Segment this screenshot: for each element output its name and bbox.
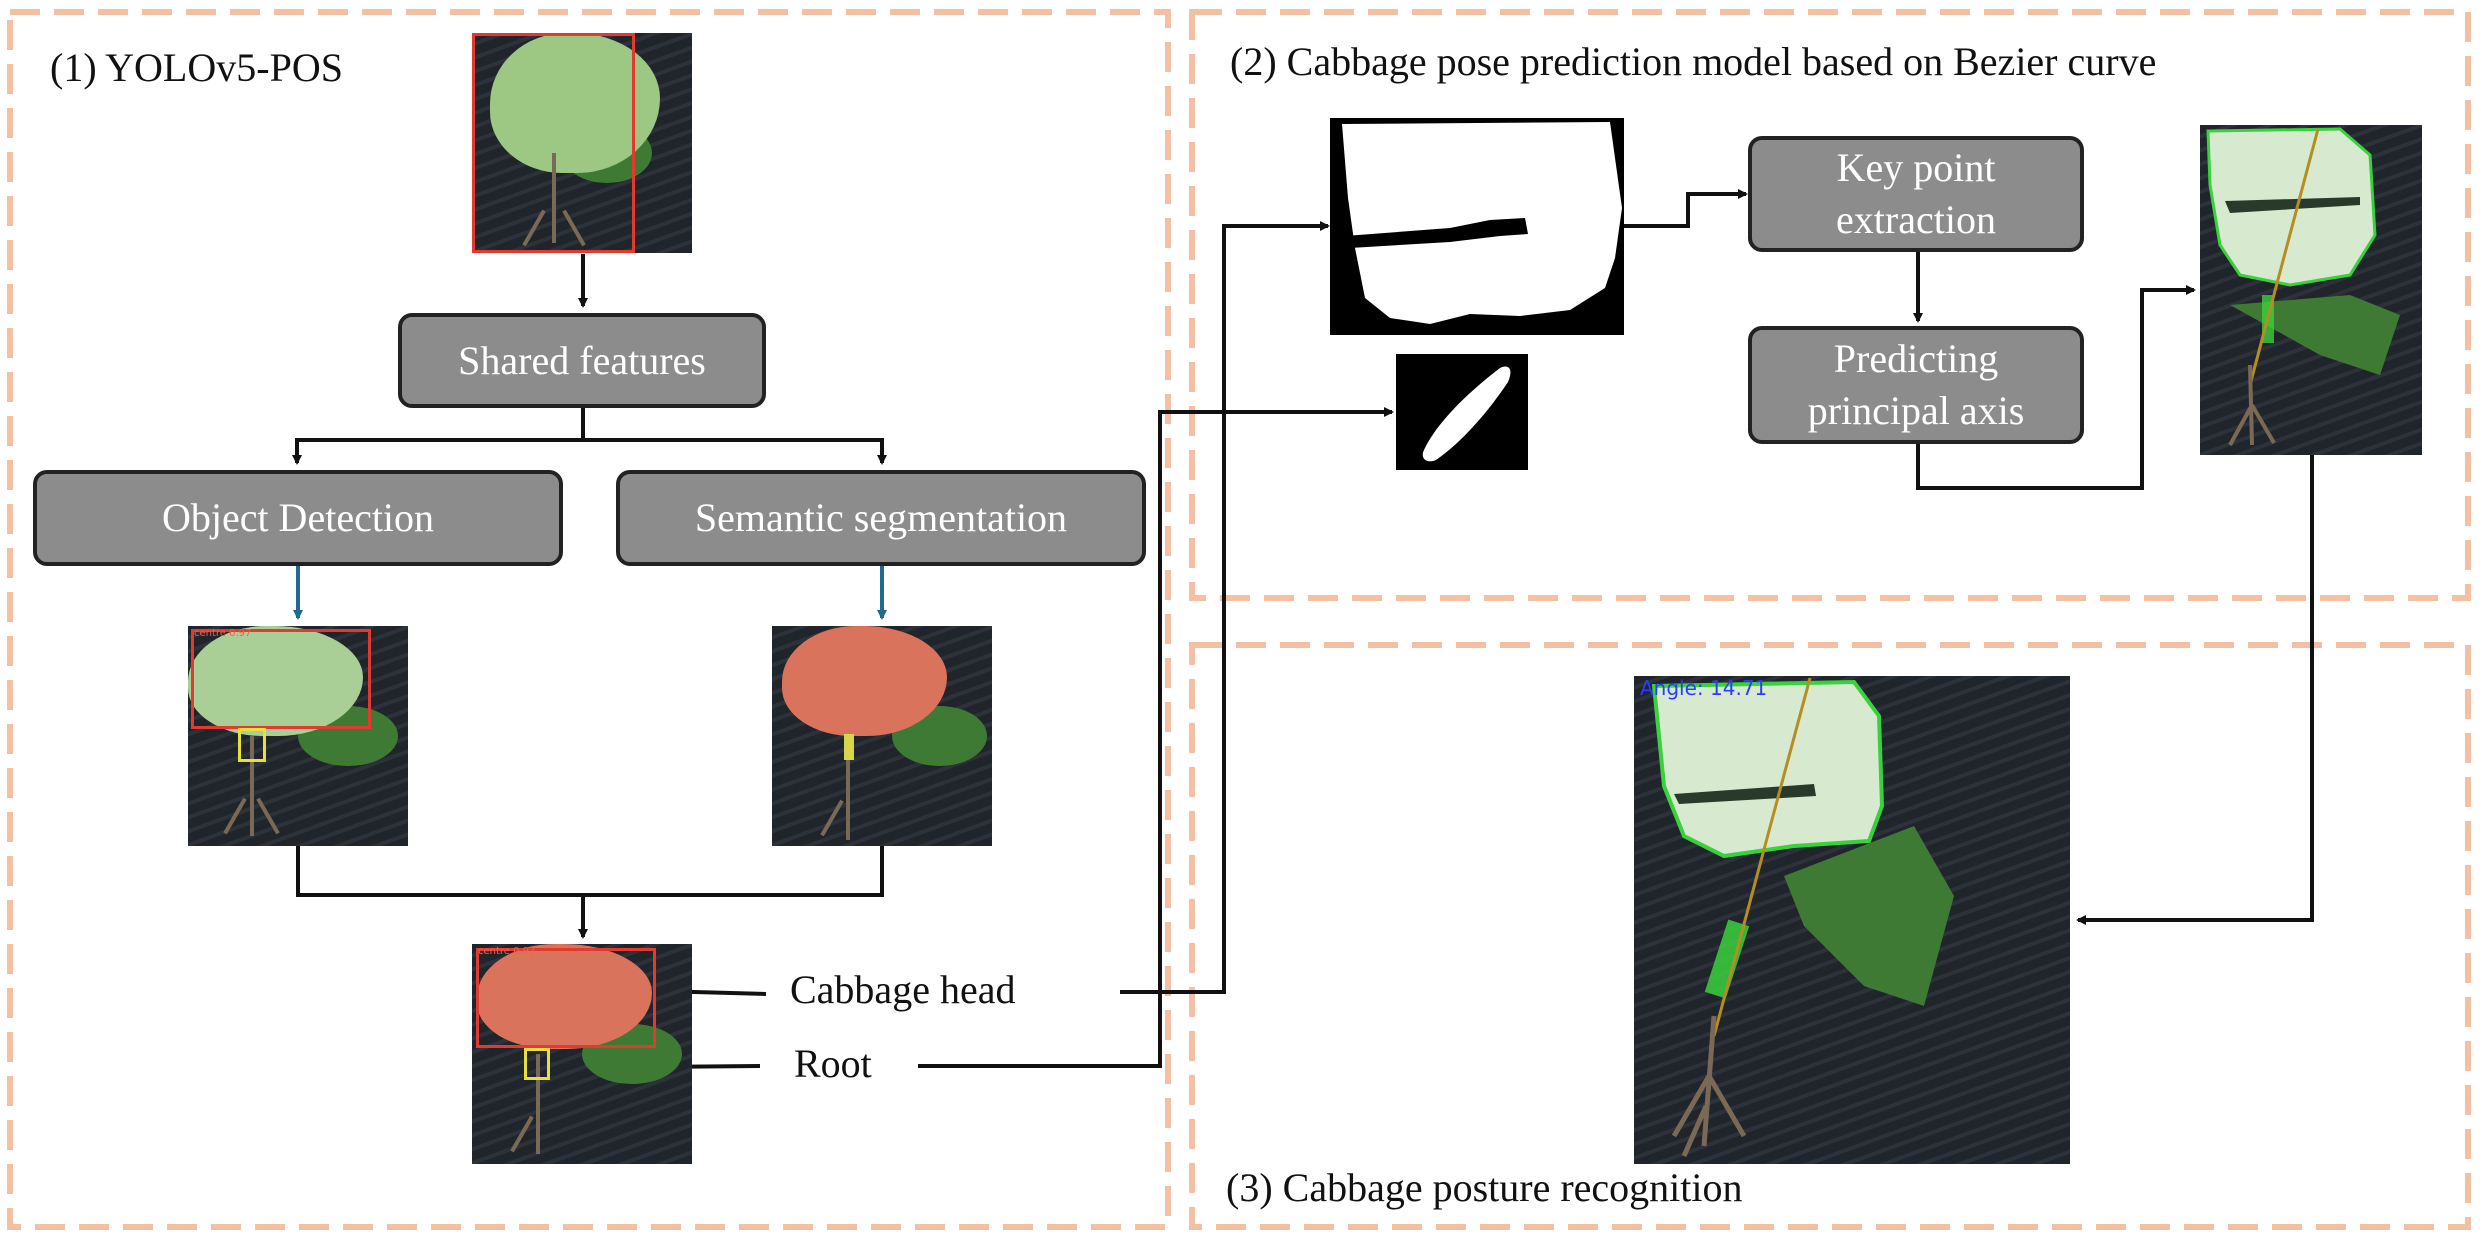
merged-root-box	[524, 1048, 550, 1080]
principal-axis-image	[2200, 125, 2422, 455]
panel-3-frame	[1189, 642, 2471, 1230]
merged-result-image: centre 0.97	[472, 944, 692, 1164]
root-detection-box	[238, 728, 266, 762]
shared-features-box: Shared features	[398, 313, 766, 408]
panel-2-frame	[1189, 9, 2471, 601]
cabbage-head-label: Cabbage head	[790, 967, 1016, 1012]
panel-1-frame	[7, 9, 1171, 1230]
input-cabbage-image	[472, 33, 692, 253]
merged-head-box	[476, 948, 656, 1048]
panel-3-title: (3) Cabbage posture recognition	[1226, 1165, 1743, 1210]
head-mask-image	[1330, 118, 1624, 335]
arrow-head-to-mask	[1120, 221, 1330, 994]
arrow-mask-to-keypoint	[1624, 189, 1748, 228]
predicting-principal-axis-box: Predicting principal axis	[1748, 326, 2084, 444]
panel-1-title: (1) YOLOv5-POS	[50, 45, 343, 90]
root-label: Root	[794, 1041, 872, 1086]
detection-result-image: centre 0.97	[188, 626, 408, 846]
key-point-extraction-box: Key point extraction	[1748, 136, 2084, 252]
semantic-segmentation-box: Semantic segmentation	[616, 470, 1146, 566]
head-detection-box	[191, 629, 371, 729]
input-detection-frame	[472, 33, 635, 253]
panel-2-title: (2) Cabbage pose prediction model based …	[1230, 39, 2157, 84]
posture-recognition-image: Angle: 14.71	[1634, 676, 2070, 1164]
object-detection-box: Object Detection	[33, 470, 563, 566]
angle-readout: Angle: 14.71	[1640, 676, 1768, 700]
arrow-shared-split-right	[583, 438, 887, 465]
segmentation-result-image	[772, 626, 992, 846]
arrow-root-to-mask	[918, 407, 1394, 1068]
merge-line	[296, 846, 884, 897]
root-mask-image	[1396, 354, 1528, 470]
head-detection-tag: centre 0.97	[194, 628, 252, 639]
merged-head-tag: centre 0.97	[478, 946, 536, 957]
arrow-shared-split	[292, 408, 585, 465]
arrow-axis-to-result	[1916, 285, 2196, 490]
arrow-result-to-posture	[2076, 455, 2314, 925]
